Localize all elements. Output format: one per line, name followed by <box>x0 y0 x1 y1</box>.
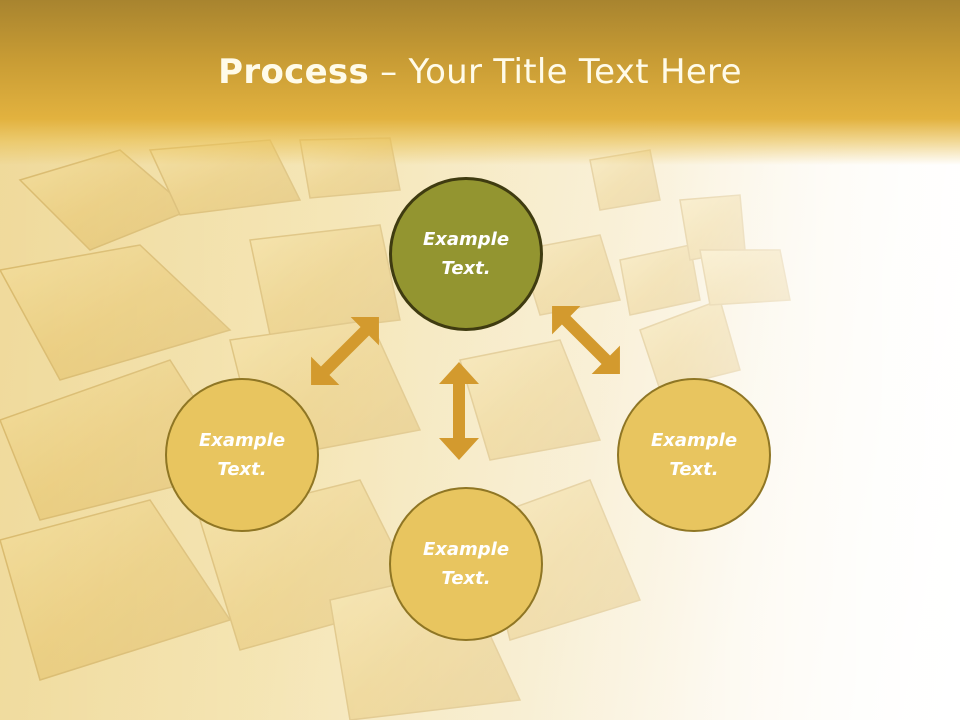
process-node-top-label: Example Text. <box>422 229 510 279</box>
title-rest: Your Title Text Here <box>408 52 742 92</box>
process-node-right-label: Example Text. <box>650 430 738 480</box>
process-node-top: Example Text. <box>389 177 543 331</box>
title-separator: – <box>369 52 409 92</box>
page-title: Process – Your Title Text Here <box>0 52 960 92</box>
process-node-left-label: Example Text. <box>198 430 286 480</box>
title-bold: Process <box>218 52 370 92</box>
process-node-right: Example Text. <box>617 378 771 532</box>
process-node-left: Example Text. <box>165 378 319 532</box>
title-band <box>0 0 960 165</box>
process-node-bottom-label: Example Text. <box>422 539 510 589</box>
process-node-bottom: Example Text. <box>389 487 543 641</box>
